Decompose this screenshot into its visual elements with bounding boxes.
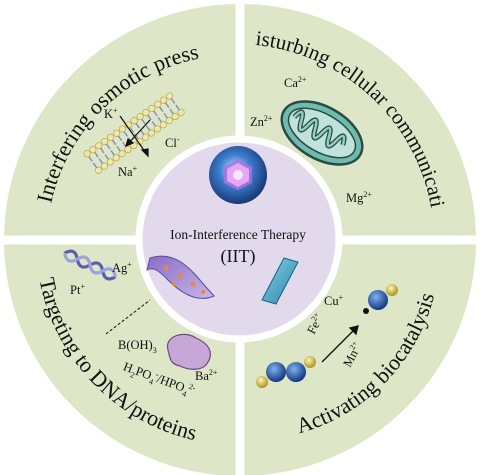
lipid-tail: [88, 155, 93, 162]
ion-zn: Zn2+: [250, 114, 273, 129]
lipid-head: [130, 117, 138, 125]
center-abbr: (IIT): [221, 246, 256, 267]
lipid-head: [89, 146, 97, 154]
lipid-head: [177, 108, 185, 116]
lipid-tail: [147, 114, 152, 121]
lipid-tail: [111, 139, 117, 146]
lipid-head: [142, 133, 150, 141]
lipid-tail: [117, 135, 123, 141]
lipid-head: [142, 109, 150, 117]
h2o2-molecule: [256, 356, 316, 388]
nanoparticle-sphere: [209, 146, 267, 204]
ion-ca: Ca2+: [284, 75, 307, 90]
protein-blob: [166, 333, 211, 370]
lipid-head: [153, 125, 161, 133]
lipid-tail: [116, 145, 121, 152]
lipid-tail: [151, 121, 157, 127]
lipid-head: [124, 146, 132, 154]
lipid-head: [83, 150, 91, 158]
lipid-tail: [153, 110, 158, 117]
ion-cl: Cl-: [165, 135, 180, 150]
lipid-tail: [157, 117, 163, 123]
lipid-bilayer: [83, 92, 185, 174]
svg-text:H2PO4-/HPO42-: H2PO4-/HPO42-: [120, 358, 197, 401]
lipid-tail: [104, 154, 110, 160]
lipid-head: [94, 166, 102, 174]
lipid-tail: [123, 131, 129, 137]
lipid-head: [160, 96, 168, 104]
lipid-head: [154, 100, 162, 108]
lipid-tail: [92, 162, 98, 169]
membrane-arrows: [119, 115, 151, 158]
lipid-head: [100, 162, 108, 170]
ion-k: K+: [104, 106, 118, 121]
ion-boh3: B(OH)3: [118, 338, 157, 355]
lipid-head: [136, 113, 144, 121]
nanosheet-ribbon: [146, 255, 215, 299]
lipid-head: [112, 154, 120, 162]
ion-ag: Ag+: [112, 260, 132, 275]
lipid-tail: [105, 143, 111, 150]
lipid-tail: [98, 158, 104, 165]
lipid-head: [106, 158, 114, 166]
center-title: Ion-Interference Therapy: [170, 227, 306, 242]
ion-cu: Cu+: [324, 293, 344, 308]
lipid-head: [107, 133, 115, 141]
lipid-tail: [169, 108, 174, 115]
lipid-tail: [163, 112, 169, 119]
lipid-tail: [99, 147, 105, 154]
lipid-head: [112, 129, 120, 137]
ion-na: Na+: [118, 164, 138, 179]
lipid-tail: [129, 127, 134, 133]
lipid-head: [95, 142, 103, 150]
dashed-connector: [105, 299, 151, 335]
lipid-tail: [134, 133, 139, 140]
ion-ba: Ba2+: [195, 368, 218, 383]
lipid-tail: [110, 150, 115, 156]
lipid-tail: [135, 122, 140, 129]
reaction-arrow: [321, 325, 359, 363]
lipid-tail: [145, 125, 151, 131]
lipid-tail: [141, 118, 146, 125]
lipid-tail: [170, 98, 176, 104]
lipid-tail: [158, 106, 164, 113]
ion-mg: Mg2+: [346, 190, 372, 205]
mitochondrion: [280, 100, 364, 166]
dna-helix: [63, 249, 117, 281]
ion-phosphate: H2PO4-/HPO42-: [120, 358, 197, 401]
lipid-head: [159, 121, 167, 129]
lipid-tail: [164, 102, 170, 108]
nanorod: [261, 257, 299, 305]
lipid-tail: [94, 151, 99, 158]
oh-radical: [363, 284, 398, 314]
lipid-head: [101, 137, 109, 145]
lipid-head: [118, 125, 126, 133]
lipid-tail: [139, 129, 145, 136]
lipid-head: [148, 104, 156, 112]
lipid-head: [166, 92, 174, 100]
lipid-head: [165, 117, 173, 125]
lipid-head: [171, 113, 179, 121]
lipid-tail: [175, 104, 180, 111]
lipid-head: [148, 129, 156, 137]
ion-pt: Pt+: [70, 282, 85, 297]
lipid-head: [118, 150, 126, 158]
